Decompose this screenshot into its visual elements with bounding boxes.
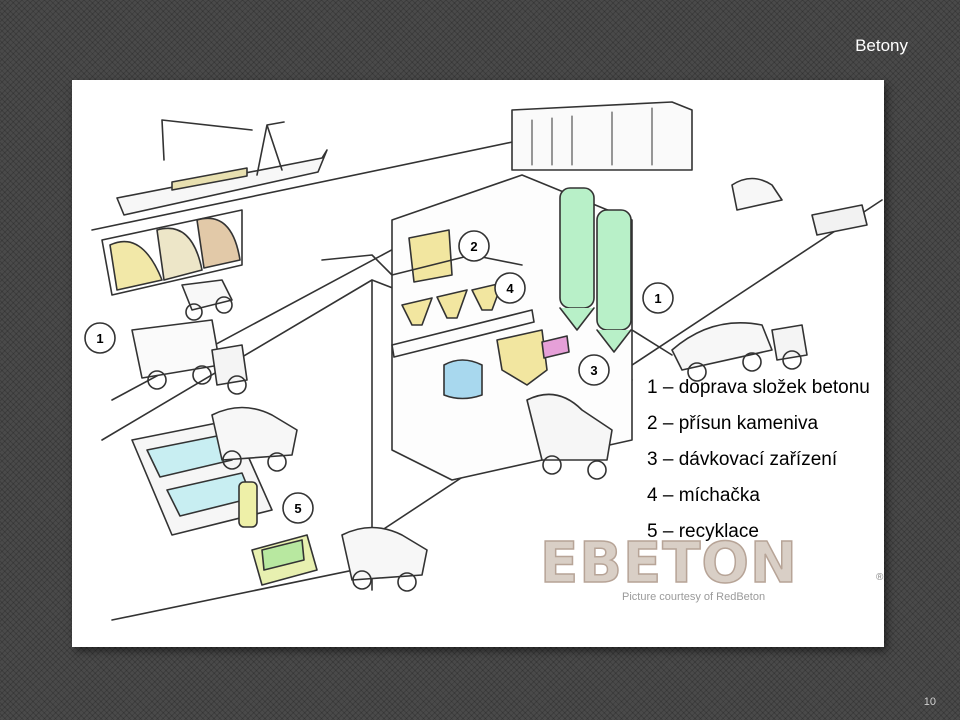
cement-tanker [671, 322, 773, 371]
aggregate-bay-1 [109, 240, 163, 291]
legend-item: 1 – doprava složek betonu [647, 377, 870, 398]
registered-mark: ® [876, 572, 884, 583]
step-marker-3 [578, 354, 610, 386]
step-marker-5 [282, 492, 314, 524]
plant-drawing: 2 4 1 1 3 5 [84, 101, 883, 621]
ship-hull [116, 149, 328, 216]
admixture-dosing [541, 335, 570, 359]
slide-title: Betony [855, 36, 908, 55]
factory-building [511, 101, 693, 171]
recycling-silo [238, 481, 258, 528]
transmixer-plant [526, 393, 613, 461]
pipeline [321, 254, 673, 356]
picture-credit: Picture courtesy of RedBeton [622, 591, 766, 603]
step-number: 5 [294, 501, 301, 516]
step-marker-1-right [642, 282, 674, 314]
mixer-unit [496, 329, 548, 386]
page-number: 10 [923, 696, 936, 708]
cement-silo-1 [559, 187, 595, 309]
legend: 1 – doprava složek betonu 2 – přísun kam… [647, 376, 882, 556]
transmixer-far [731, 177, 783, 211]
transmixer-washout [211, 406, 298, 461]
legend-item: 3 – dávkovací zařízení [647, 449, 838, 470]
transmixer-recycling [341, 526, 428, 581]
step-marker-4 [494, 272, 526, 304]
ebeton-logo: EBETON ® Picture courtesy of RedBeton [539, 531, 884, 606]
legend-item: 4 – míchačka [647, 485, 760, 506]
step-number: 3 [590, 363, 597, 378]
water-tank [443, 359, 483, 400]
wheel-loader [181, 279, 233, 311]
ship-cargo [171, 167, 248, 191]
dump-truck [131, 319, 221, 379]
logo-wordmark: EBETON [539, 531, 798, 597]
harbour-crane [161, 119, 285, 176]
step-marker-2 [458, 230, 490, 262]
legend-item: 2 – přísun kameniva [647, 413, 819, 434]
step-marker-1-left [84, 322, 116, 354]
aggregate-bay-2 [156, 227, 203, 281]
concrete-plant-illustration: 2 4 1 1 3 5 EBETON ® Picture courtesy of… [72, 80, 884, 647]
step-number: 4 [506, 281, 514, 296]
legend-item: 5 – recyklace [647, 521, 759, 542]
step-number: 1 [96, 331, 103, 346]
aggregate-bay-3 [196, 217, 241, 269]
step-number: 1 [654, 291, 661, 306]
step-number: 2 [470, 239, 477, 254]
aggregate-hopper [408, 229, 453, 283]
conveyor [391, 309, 535, 358]
cement-silo-2 [596, 209, 632, 331]
